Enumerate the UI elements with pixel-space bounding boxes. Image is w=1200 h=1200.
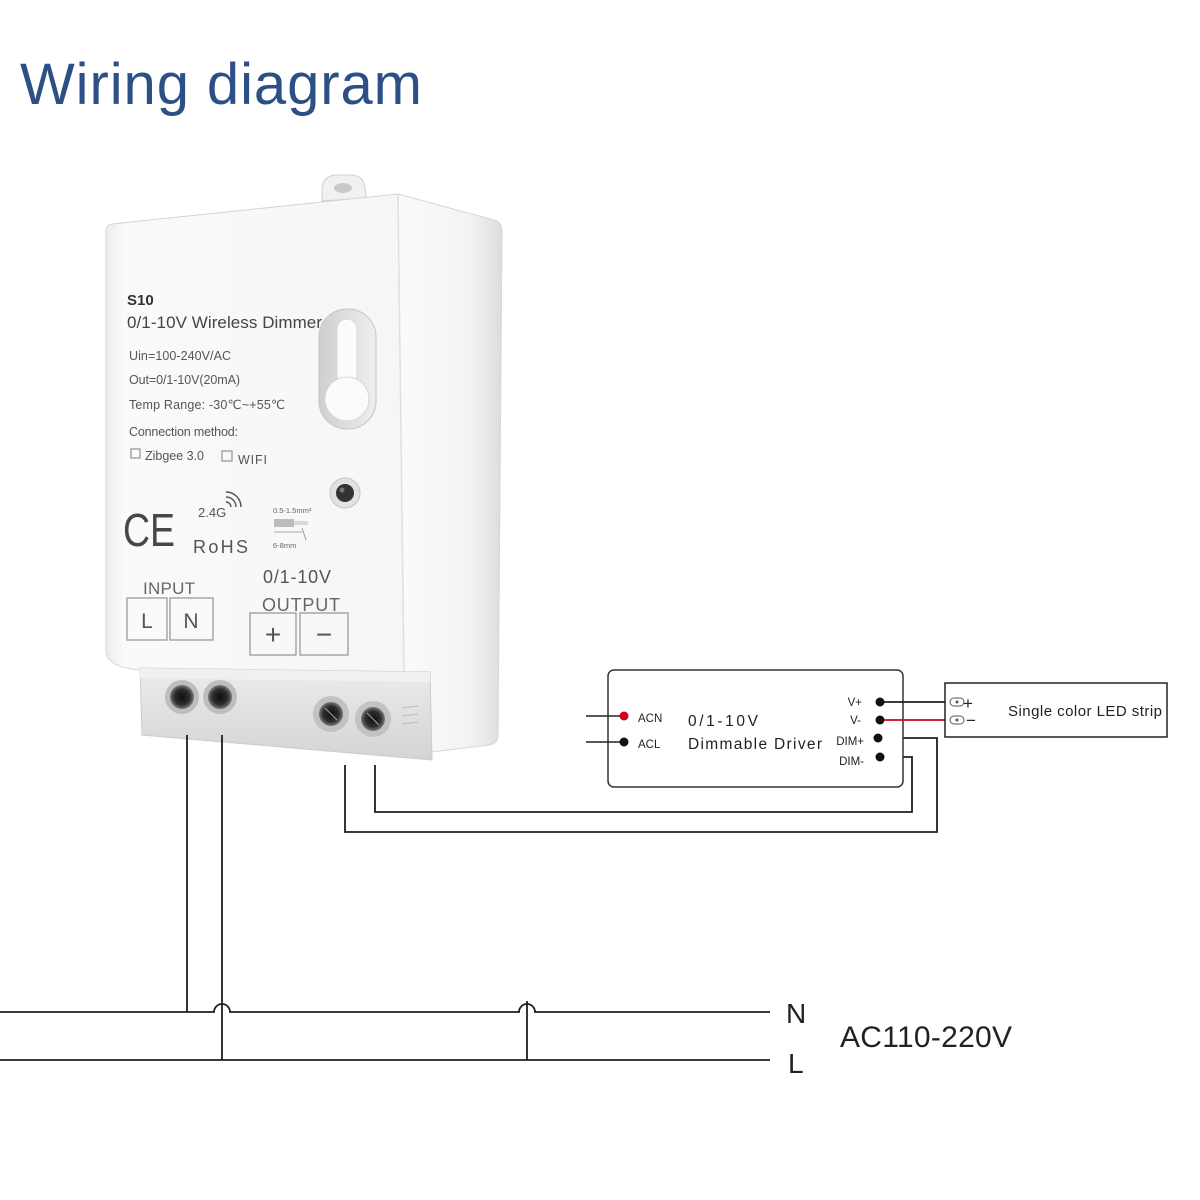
mains-voltage: AC110-220V xyxy=(840,1021,1012,1054)
output-terminal-minus-box xyxy=(299,612,349,656)
vminus-terminal-dot xyxy=(875,715,885,725)
device-model: S10 xyxy=(127,292,154,309)
acl-terminal-dot xyxy=(619,737,629,747)
checkbox-wifi xyxy=(221,450,233,462)
output-terminal-plus-box xyxy=(249,612,297,656)
led-strip-label: Single color LED strip xyxy=(1008,703,1162,720)
connection-method-label: Connection method: xyxy=(129,425,238,439)
led-terminal-plus: + xyxy=(963,694,973,713)
led-strip-box xyxy=(944,682,1168,738)
input-terminal-l: L xyxy=(141,610,153,633)
terminal-hole-l xyxy=(165,680,199,714)
option-wifi: WIFI xyxy=(238,453,267,467)
ce-mark: CE xyxy=(123,504,175,556)
driver-output-dimplus: DIM+ xyxy=(836,736,864,748)
input-terminal-n: N xyxy=(183,610,198,633)
device-edge xyxy=(397,193,405,677)
pair-button-icon xyxy=(329,477,361,509)
plug-icon xyxy=(949,715,965,725)
option-zigbee: Zibgee 3.0 xyxy=(145,449,204,463)
acn-terminal-dot xyxy=(619,711,629,721)
driver-output-vminus: V- xyxy=(850,715,861,727)
page-title: Wiring diagram xyxy=(20,52,422,117)
terminal-block-rim xyxy=(140,668,430,682)
dimmable-driver: ACN ACL 0/1-10V Dimmable Driver V+ V- DI… xyxy=(586,669,904,788)
device-name: 0/1-10V Wireless Dimmer xyxy=(127,313,322,332)
plug-icon xyxy=(949,697,965,707)
output-terminal-plus: + xyxy=(265,619,281,650)
vplus-terminal-dot xyxy=(875,697,885,707)
driver-output-vplus: V+ xyxy=(848,697,863,709)
terminal-ridges xyxy=(401,705,419,725)
output-range: 0/1-10V xyxy=(263,567,331,587)
keyhole-slot-icon xyxy=(318,308,377,430)
mounting-tab-hole xyxy=(334,183,352,193)
checkbox-zigbee xyxy=(130,448,141,459)
dimplus-terminal-dot xyxy=(873,733,883,743)
output-label: OUTPUT xyxy=(262,595,340,615)
terminal-hole-plus xyxy=(313,696,349,732)
terminal-hole-n xyxy=(203,680,237,714)
spec-input-voltage: Uin=100-240V/AC xyxy=(129,349,231,363)
terminal-hole-minus xyxy=(355,701,391,737)
driver-name-line2: Dimmable Driver xyxy=(688,736,822,753)
device-side-face xyxy=(397,193,503,753)
input-label: INPUT xyxy=(143,579,195,598)
strip-length: 6-8mm xyxy=(273,541,296,550)
wire-strip-icon: 0.5-1.5mm² 6-8mm xyxy=(273,506,312,550)
dimminus-terminal-dot xyxy=(875,752,885,762)
driver-input-acl: ACL xyxy=(638,739,661,751)
mains-live-label: L xyxy=(788,1048,804,1079)
led-terminal-minus: − xyxy=(966,711,976,730)
mains-neutral-label: N xyxy=(786,998,806,1029)
driver-box xyxy=(607,669,904,788)
wifi-icon xyxy=(225,491,242,508)
spec-temp-range: Temp Range: -30℃~+55℃ xyxy=(129,398,285,412)
input-terminal-l-box xyxy=(126,597,168,641)
rohs-mark: RoHS xyxy=(193,537,248,557)
mains-neutral-line xyxy=(0,1003,770,1013)
dimmer-device: S10 0/1-10V Wireless Dimmer Uin=100-240V… xyxy=(105,174,503,761)
input-terminal-n-box xyxy=(169,597,214,641)
wire-gauge: 0.5-1.5mm² xyxy=(273,506,312,515)
led-strip: + − Single color LED strip xyxy=(944,682,1168,738)
driver-output-dimminus: DIM- xyxy=(839,756,864,768)
driver-input-acn: ACN xyxy=(638,713,662,725)
output-terminal-minus: − xyxy=(316,619,332,650)
spec-output: Out=0/1-10V(20mA) xyxy=(129,373,240,387)
wire-dim-plus xyxy=(344,737,938,833)
band-label: 2.4G xyxy=(198,505,226,520)
